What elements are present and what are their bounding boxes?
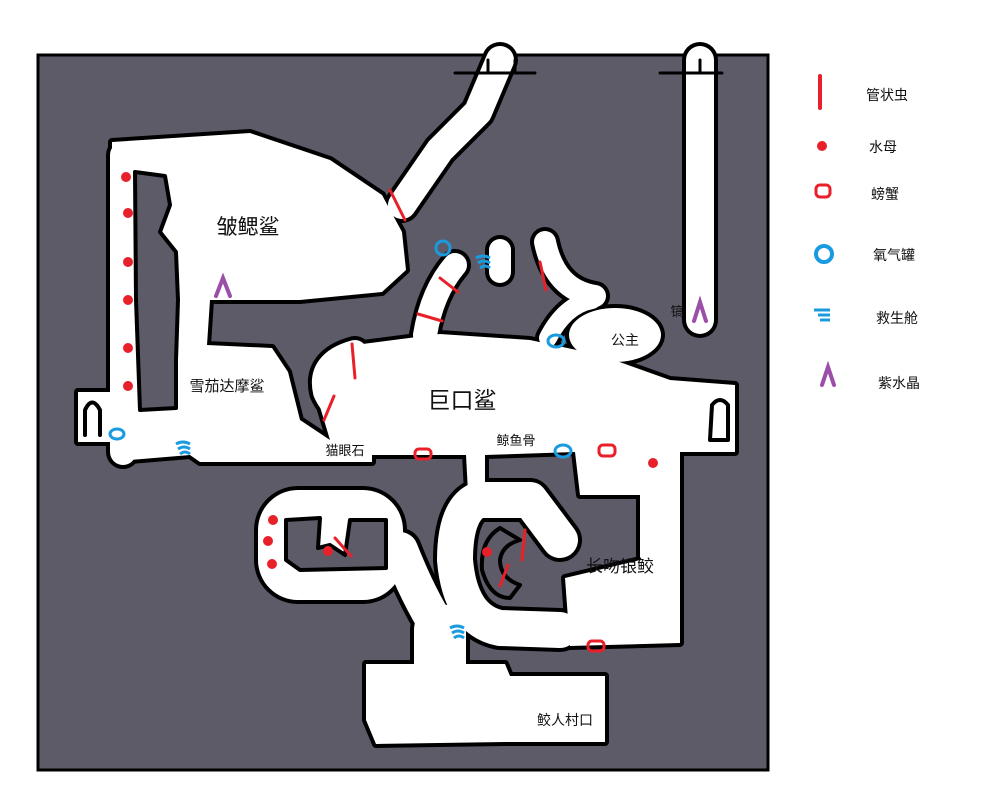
- tube-worm-icon: [322, 394, 336, 422]
- legend: [814, 74, 836, 387]
- legend-oxygen-tank: 氧气罐: [873, 248, 915, 264]
- jellyfish-icon: [123, 257, 133, 267]
- crab-icon: [597, 443, 617, 458]
- jellyfish-icon: [817, 141, 827, 151]
- entrance-bar: [658, 58, 724, 75]
- rock-island: [479, 526, 522, 600]
- rock-island: [284, 516, 388, 572]
- label-pickaxe: 镐: [670, 304, 683, 320]
- legend-amethyst: 紫水晶: [878, 376, 920, 392]
- arch: [83, 400, 102, 437]
- jellyfish-icon: [267, 559, 277, 569]
- legend-rescue-pod: 救生舱: [876, 311, 918, 327]
- oxygen-tank-icon: [553, 443, 573, 459]
- amethysts: [214, 272, 708, 323]
- crab-icon: [413, 447, 433, 461]
- jellyfish-icon: [123, 208, 133, 218]
- jellyfish-icon: [323, 546, 333, 556]
- tube-worm-icon: [350, 342, 357, 380]
- oxygen-tank-icon: [108, 427, 126, 441]
- tube-worm-icon: [416, 312, 444, 323]
- jellyfish-icon: [648, 458, 658, 468]
- tube-worm-icon: [388, 188, 407, 222]
- passages: [74, 42, 739, 748]
- oxygen-tank-icon: [546, 333, 566, 349]
- rock-pillar: [133, 170, 180, 412]
- tube-worm-icon: [438, 276, 460, 294]
- tube-worm-icon: [538, 260, 548, 292]
- tube-worm-icon: [498, 563, 510, 588]
- label-chimaera: 长吻银鲛: [586, 557, 654, 577]
- label-whale-bone: 鲸鱼骨: [496, 433, 535, 449]
- legend-jellyfish: 水母: [869, 140, 897, 156]
- label-cigar-shark: 雪茄达摩鲨: [189, 377, 264, 395]
- crab-icon: [586, 639, 606, 653]
- amethyst-icon: [214, 272, 232, 298]
- tube-worm-icon: [333, 536, 353, 558]
- jellyfish-group: [121, 172, 658, 569]
- oxygen-tanks: [108, 239, 573, 459]
- jellyfish-icon: [268, 515, 278, 525]
- label-frilled-shark: 皱鳃鲨: [217, 215, 280, 239]
- tube-worm-icon: [520, 528, 527, 562]
- tube-worms: [322, 188, 548, 588]
- label-princess: 公主: [611, 333, 639, 349]
- crab-icon: [814, 183, 832, 199]
- legend-tube-worm: 管状虫: [866, 88, 908, 104]
- jellyfish-icon: [263, 536, 273, 546]
- jellyfish-icon: [123, 343, 133, 353]
- jellyfish-icon: [121, 172, 131, 182]
- label-cats-eye: 猫眼石: [325, 444, 364, 459]
- jellyfish-icon: [123, 295, 133, 305]
- gate: [708, 398, 730, 442]
- oxygen-tank-icon: [814, 244, 834, 264]
- oxygen-tank-icon: [434, 239, 452, 257]
- jellyfish-icon: [482, 547, 492, 557]
- label-merfolk-village: 鲛人村口: [537, 713, 593, 729]
- entrance-bar: [453, 58, 537, 75]
- label-megamouth: 巨口鲨: [428, 388, 497, 414]
- jellyfish-icon: [123, 381, 133, 391]
- amethyst-icon: [692, 295, 708, 323]
- rescue-pod-icon: [814, 308, 830, 322]
- legend-crab: 螃蟹: [871, 187, 899, 203]
- amethyst-icon: [820, 360, 836, 387]
- crabs: [413, 443, 617, 653]
